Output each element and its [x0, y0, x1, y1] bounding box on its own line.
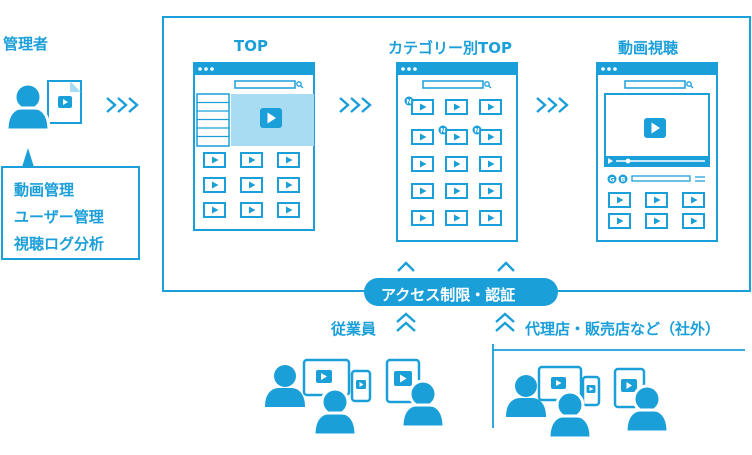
svg-text:N: N	[440, 127, 445, 135]
partners-label: 代理店・販売店など（社外）	[525, 320, 721, 338]
chevrons-category-to-video	[536, 97, 569, 113]
partners-up-icon	[495, 312, 515, 332]
browser-category-page-icon: N N N	[396, 62, 518, 242]
access-restriction-bar	[364, 278, 558, 306]
employees-label: 従業員	[331, 320, 377, 338]
svg-text:N: N	[474, 127, 479, 135]
access-label: アクセス制限・認証	[381, 286, 516, 304]
employees-devices-group	[265, 358, 446, 437]
svg-text:N: N	[406, 98, 411, 106]
browser-top-page-icon	[193, 62, 315, 231]
svg-text:B: B	[621, 176, 626, 184]
admin-user-icon	[5, 80, 82, 132]
access-up-chevrons	[397, 261, 515, 272]
browser-video-player-icon: G B	[596, 62, 718, 242]
admin-title: 管理者	[3, 35, 49, 53]
admin-functions-box	[1, 148, 140, 260]
screen-title-video-view: 動画視聴	[618, 39, 679, 57]
new-badge: N N N	[404, 96, 482, 135]
rating-badges: G B	[607, 174, 628, 184]
admin-function-user-management: ユーザー管理	[14, 208, 104, 226]
employees-up-icon	[396, 312, 416, 332]
admin-function-log-analysis: 視聴ログ分析	[14, 235, 105, 253]
svg-text:G: G	[609, 176, 614, 184]
screen-title-category-top: カテゴリー別TOP	[388, 39, 512, 57]
admin-function-video-management: 動画管理	[14, 181, 75, 199]
screen-title-top: TOP	[234, 37, 268, 55]
partners-devices-group	[506, 365, 670, 440]
chevrons-top-to-category	[339, 97, 372, 113]
chevrons-admin-to-top	[106, 97, 139, 113]
partners-divider	[492, 344, 745, 428]
